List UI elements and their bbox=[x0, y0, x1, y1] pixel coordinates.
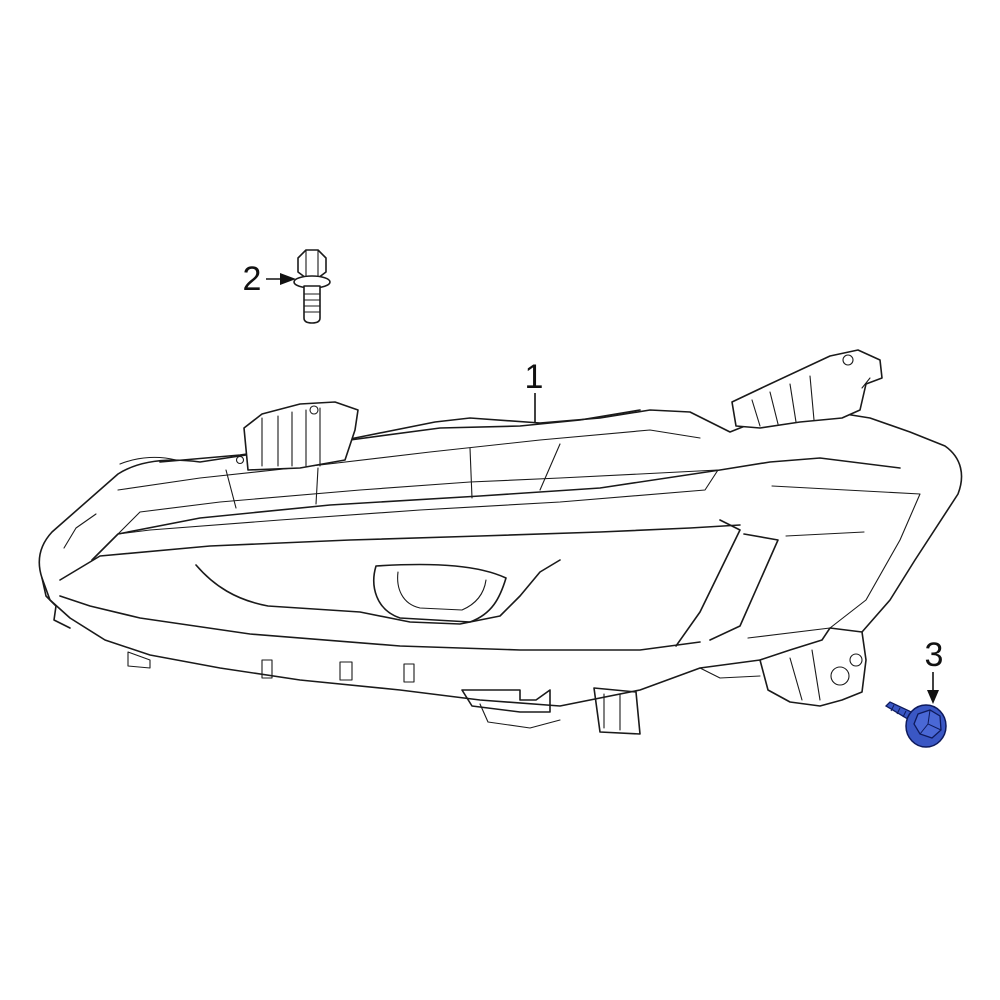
right-mounting-bracket bbox=[731, 349, 883, 429]
left-mounting-bracket bbox=[235, 401, 359, 471]
headlamp-lens-upper bbox=[117, 469, 719, 535]
callout-2[interactable]: 2 bbox=[243, 260, 296, 298]
callout-1-label: 1 bbox=[525, 358, 544, 396]
headlamp-top-edge-inner bbox=[117, 429, 701, 491]
callout-3-label: 3 bbox=[925, 636, 944, 674]
callout-3[interactable]: 3 bbox=[925, 636, 944, 704]
flange-bolt[interactable] bbox=[884, 701, 947, 748]
headlamp-housing bbox=[38, 409, 963, 707]
projector-surround bbox=[195, 559, 561, 625]
headlamp-top-edge bbox=[159, 409, 641, 463]
headlamp-drl-strip-lower bbox=[59, 524, 741, 581]
callout-2-label: 2 bbox=[243, 260, 262, 298]
bolt-hex-head bbox=[297, 249, 327, 279]
bolt[interactable] bbox=[293, 249, 331, 324]
bolt-shank bbox=[303, 285, 321, 324]
callout-3-arrowhead bbox=[927, 690, 939, 704]
projector-lens bbox=[373, 563, 507, 623]
headlamp-left-end bbox=[41, 577, 71, 629]
right-lower-mount bbox=[699, 627, 867, 707]
headlamp-assembly[interactable] bbox=[38, 349, 963, 735]
headlamp-lower-lens bbox=[59, 595, 701, 651]
turn-signal-band bbox=[675, 519, 741, 647]
headlamp-drl-strip bbox=[91, 457, 901, 561]
callout-2-arrowhead bbox=[280, 273, 296, 285]
lower-housing-tabs bbox=[127, 651, 641, 735]
